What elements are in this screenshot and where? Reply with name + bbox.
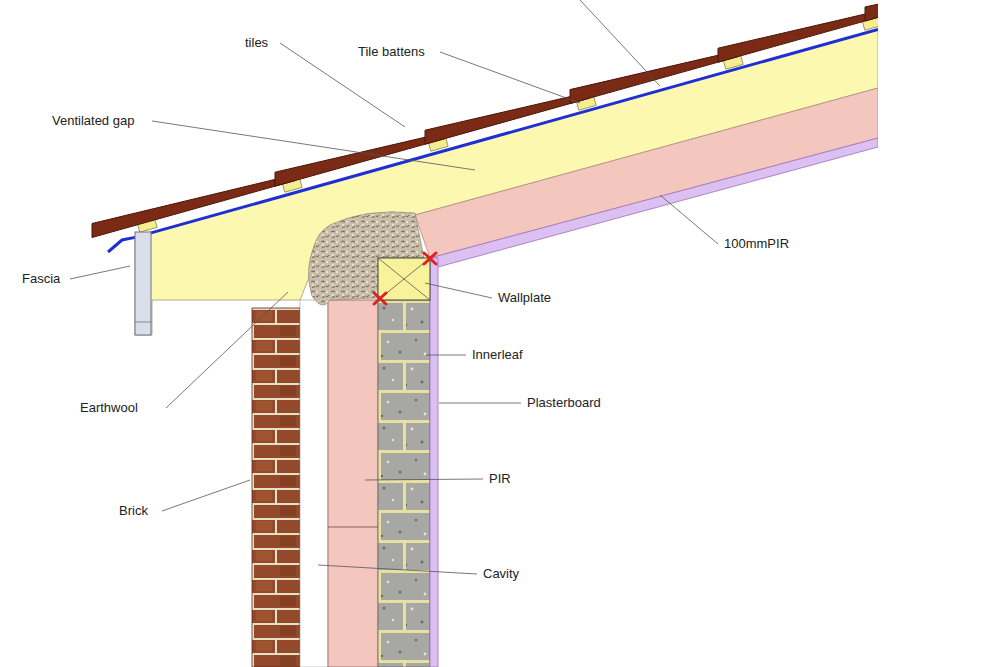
part-label: Wallplate [498, 290, 551, 306]
roof-membrane [108, 29, 878, 252]
outer-brick-leaf [252, 308, 300, 667]
leader-line [426, 355, 466, 356]
rafter-zone [135, 29, 878, 335]
insulation-joint [328, 527, 378, 528]
leader-line [318, 565, 477, 574]
roof-tiles [92, 0, 878, 238]
leader-line [365, 479, 483, 480]
red-mark [374, 293, 386, 304]
part-label: Ventilated gap [52, 113, 134, 129]
fascia-board [135, 232, 151, 335]
tile [865, 0, 878, 21]
red-mark [374, 293, 386, 304]
cavity-insulation [328, 300, 378, 667]
part-label: Brick [119, 503, 148, 519]
part-label: Innerleaf [472, 347, 523, 363]
leader-line [152, 121, 475, 170]
red-cross-marks [374, 253, 436, 304]
tile [92, 175, 295, 238]
leader-line [162, 480, 250, 511]
cavity-gap [300, 300, 328, 667]
tile [718, 9, 878, 62]
part-label: Tile battens [358, 44, 425, 60]
leader-line [440, 52, 580, 103]
part-label: Plasterboard [527, 395, 601, 411]
red-mark [424, 253, 436, 264]
inner-block-leaf [378, 300, 430, 667]
leader-lines [70, 0, 718, 574]
roof-assembly [92, 0, 878, 335]
roof-insulation [415, 88, 878, 258]
leader-line [70, 266, 130, 279]
leader-line [439, 403, 521, 404]
leader-line [660, 195, 718, 244]
fascia-joint [135, 322, 151, 323]
leader-line [166, 292, 288, 408]
part-label: Fascia [22, 271, 60, 287]
tile [275, 133, 445, 187]
part-label: Earthwool [80, 400, 138, 416]
red-mark [424, 253, 436, 264]
leader-line [580, 0, 660, 86]
wall-plasterboard [430, 258, 438, 667]
tile [570, 51, 738, 104]
part-label: 100mmPIR [724, 236, 789, 252]
leader-line [425, 283, 492, 298]
part-label: PIR [489, 471, 511, 487]
tile [425, 92, 590, 144]
part-label: Cavity [483, 566, 519, 582]
ceiling-plasterboard [430, 138, 878, 267]
part-label: tiles [245, 35, 268, 51]
